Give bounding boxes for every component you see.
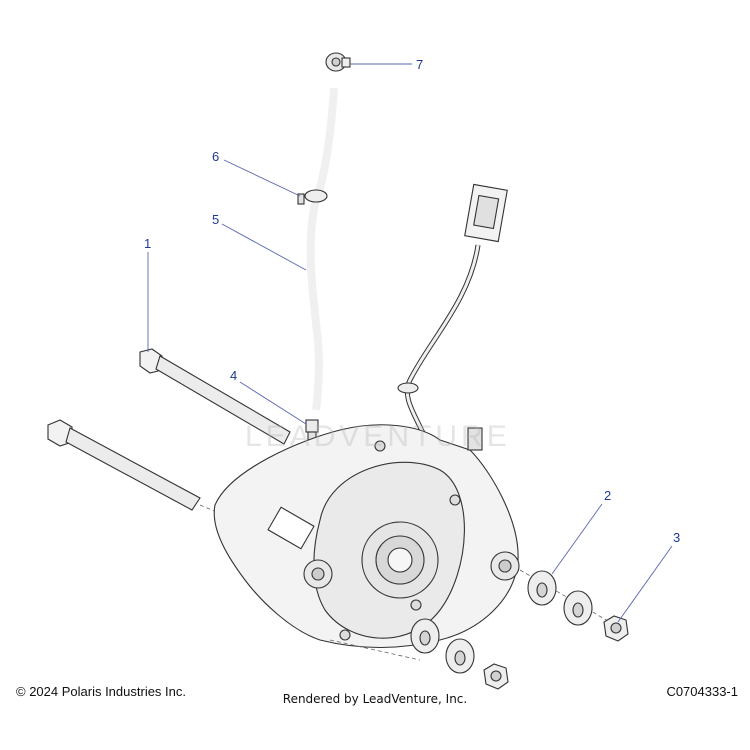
callout-3[interactable]: 3 xyxy=(673,530,680,545)
drawing-id: C0704333-1 xyxy=(666,684,738,699)
bushing-right xyxy=(563,590,593,626)
bolt-lower xyxy=(47,419,241,523)
callout-6[interactable]: 6 xyxy=(212,149,219,164)
vent-cap xyxy=(325,52,351,72)
bolt-upper xyxy=(139,348,291,445)
leader-3 xyxy=(617,545,673,623)
callout-5[interactable]: 5 xyxy=(212,212,219,227)
watermark: LEADVENTURE xyxy=(245,420,511,453)
callout-7[interactable]: 7 xyxy=(416,57,423,72)
gearcase-housing xyxy=(213,424,616,661)
hose-clip xyxy=(297,189,328,205)
bushing-bottom-1 xyxy=(410,618,440,654)
sensor-connector xyxy=(397,183,508,451)
leader-5 xyxy=(221,223,307,271)
bushing-2 xyxy=(527,570,557,606)
nut-3 xyxy=(603,615,629,642)
vent-hose xyxy=(306,87,338,411)
bushing-bottom-2 xyxy=(445,638,475,674)
leader-6 xyxy=(223,159,301,197)
leader-2 xyxy=(551,503,603,575)
nut-bottom xyxy=(483,663,509,690)
callout-4[interactable]: 4 xyxy=(230,368,237,383)
rendered-by-text: Rendered by LeadVenture, Inc. xyxy=(282,692,468,706)
leader-4 xyxy=(239,381,307,425)
callout-1[interactable]: 1 xyxy=(144,236,151,251)
copyright-text: © 2024 Polaris Industries Inc. xyxy=(16,684,186,699)
callout-2[interactable]: 2 xyxy=(604,488,611,503)
